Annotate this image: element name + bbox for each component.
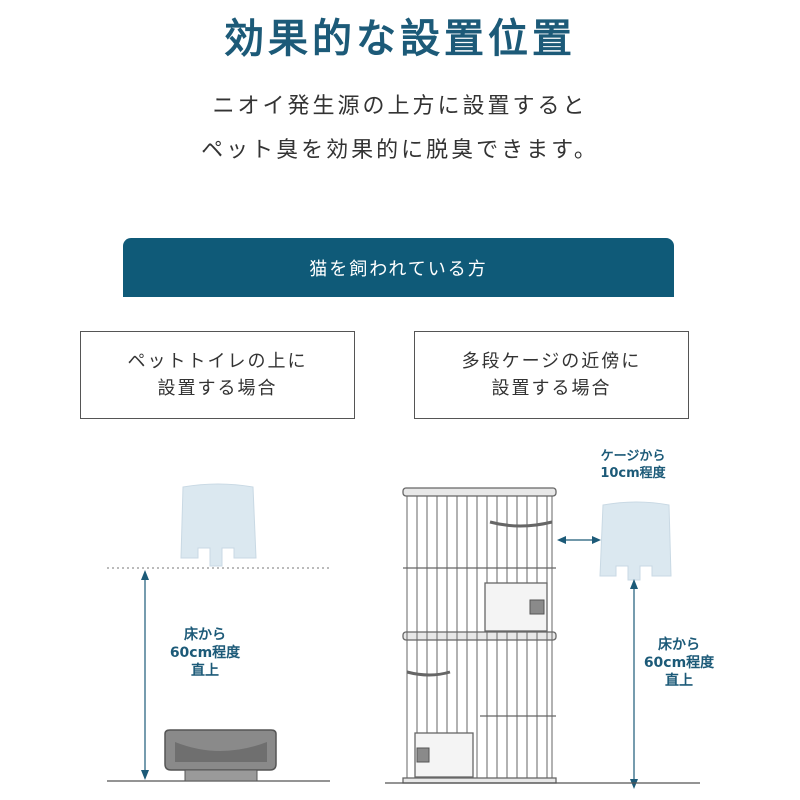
page-title: 効果的な設置位置 xyxy=(224,16,576,62)
case-litter-line-2: 設置する場合 xyxy=(157,378,278,399)
note-left-line-3: 直上 xyxy=(191,663,219,679)
lead-line-2: ペット臭を効果的に脱臭できます。 xyxy=(201,138,599,163)
case-box-cage: 多段ケージの近傍に 設置する場合 xyxy=(414,331,689,419)
note-right-distance: ケージから 10cm程度 xyxy=(578,448,688,482)
case-cage-line-1: 多段ケージの近傍に xyxy=(461,351,642,372)
case-cage-line-2: 設置する場合 xyxy=(491,378,612,399)
note-left-line-2: 60cm程度 xyxy=(169,645,241,661)
note-distance-line-1: ケージから xyxy=(600,449,666,464)
note-right-line-2: 60cm程度 xyxy=(643,655,715,671)
section-banner: 猫を飼われている方 xyxy=(123,238,674,297)
double-arrow-icon xyxy=(557,536,601,544)
note-left-height: 床から 60cm程度 直上 xyxy=(150,626,260,680)
case-litter-line-1: ペットトイレの上に xyxy=(127,351,308,372)
cat-litter-box-icon xyxy=(164,729,277,782)
note-distance-line-2: 10cm程度 xyxy=(600,466,666,481)
case-box-litter: ペットトイレの上に 設置する場合 xyxy=(80,331,355,419)
height-arrow-right xyxy=(630,579,638,789)
purifier-device-icon xyxy=(599,501,672,581)
note-right-height: 床から 60cm程度 直上 xyxy=(624,636,734,690)
note-right-line-3: 直上 xyxy=(665,673,693,689)
note-right-line-1: 床から xyxy=(658,637,700,653)
purifier-device-icon xyxy=(180,483,257,567)
note-left-line-1: 床から xyxy=(184,627,226,643)
multi-tier-cage-icon xyxy=(402,487,557,784)
height-arrow-left xyxy=(141,570,149,780)
lead-line-1: ニオイ発生源の上方に設置すると xyxy=(212,94,588,119)
